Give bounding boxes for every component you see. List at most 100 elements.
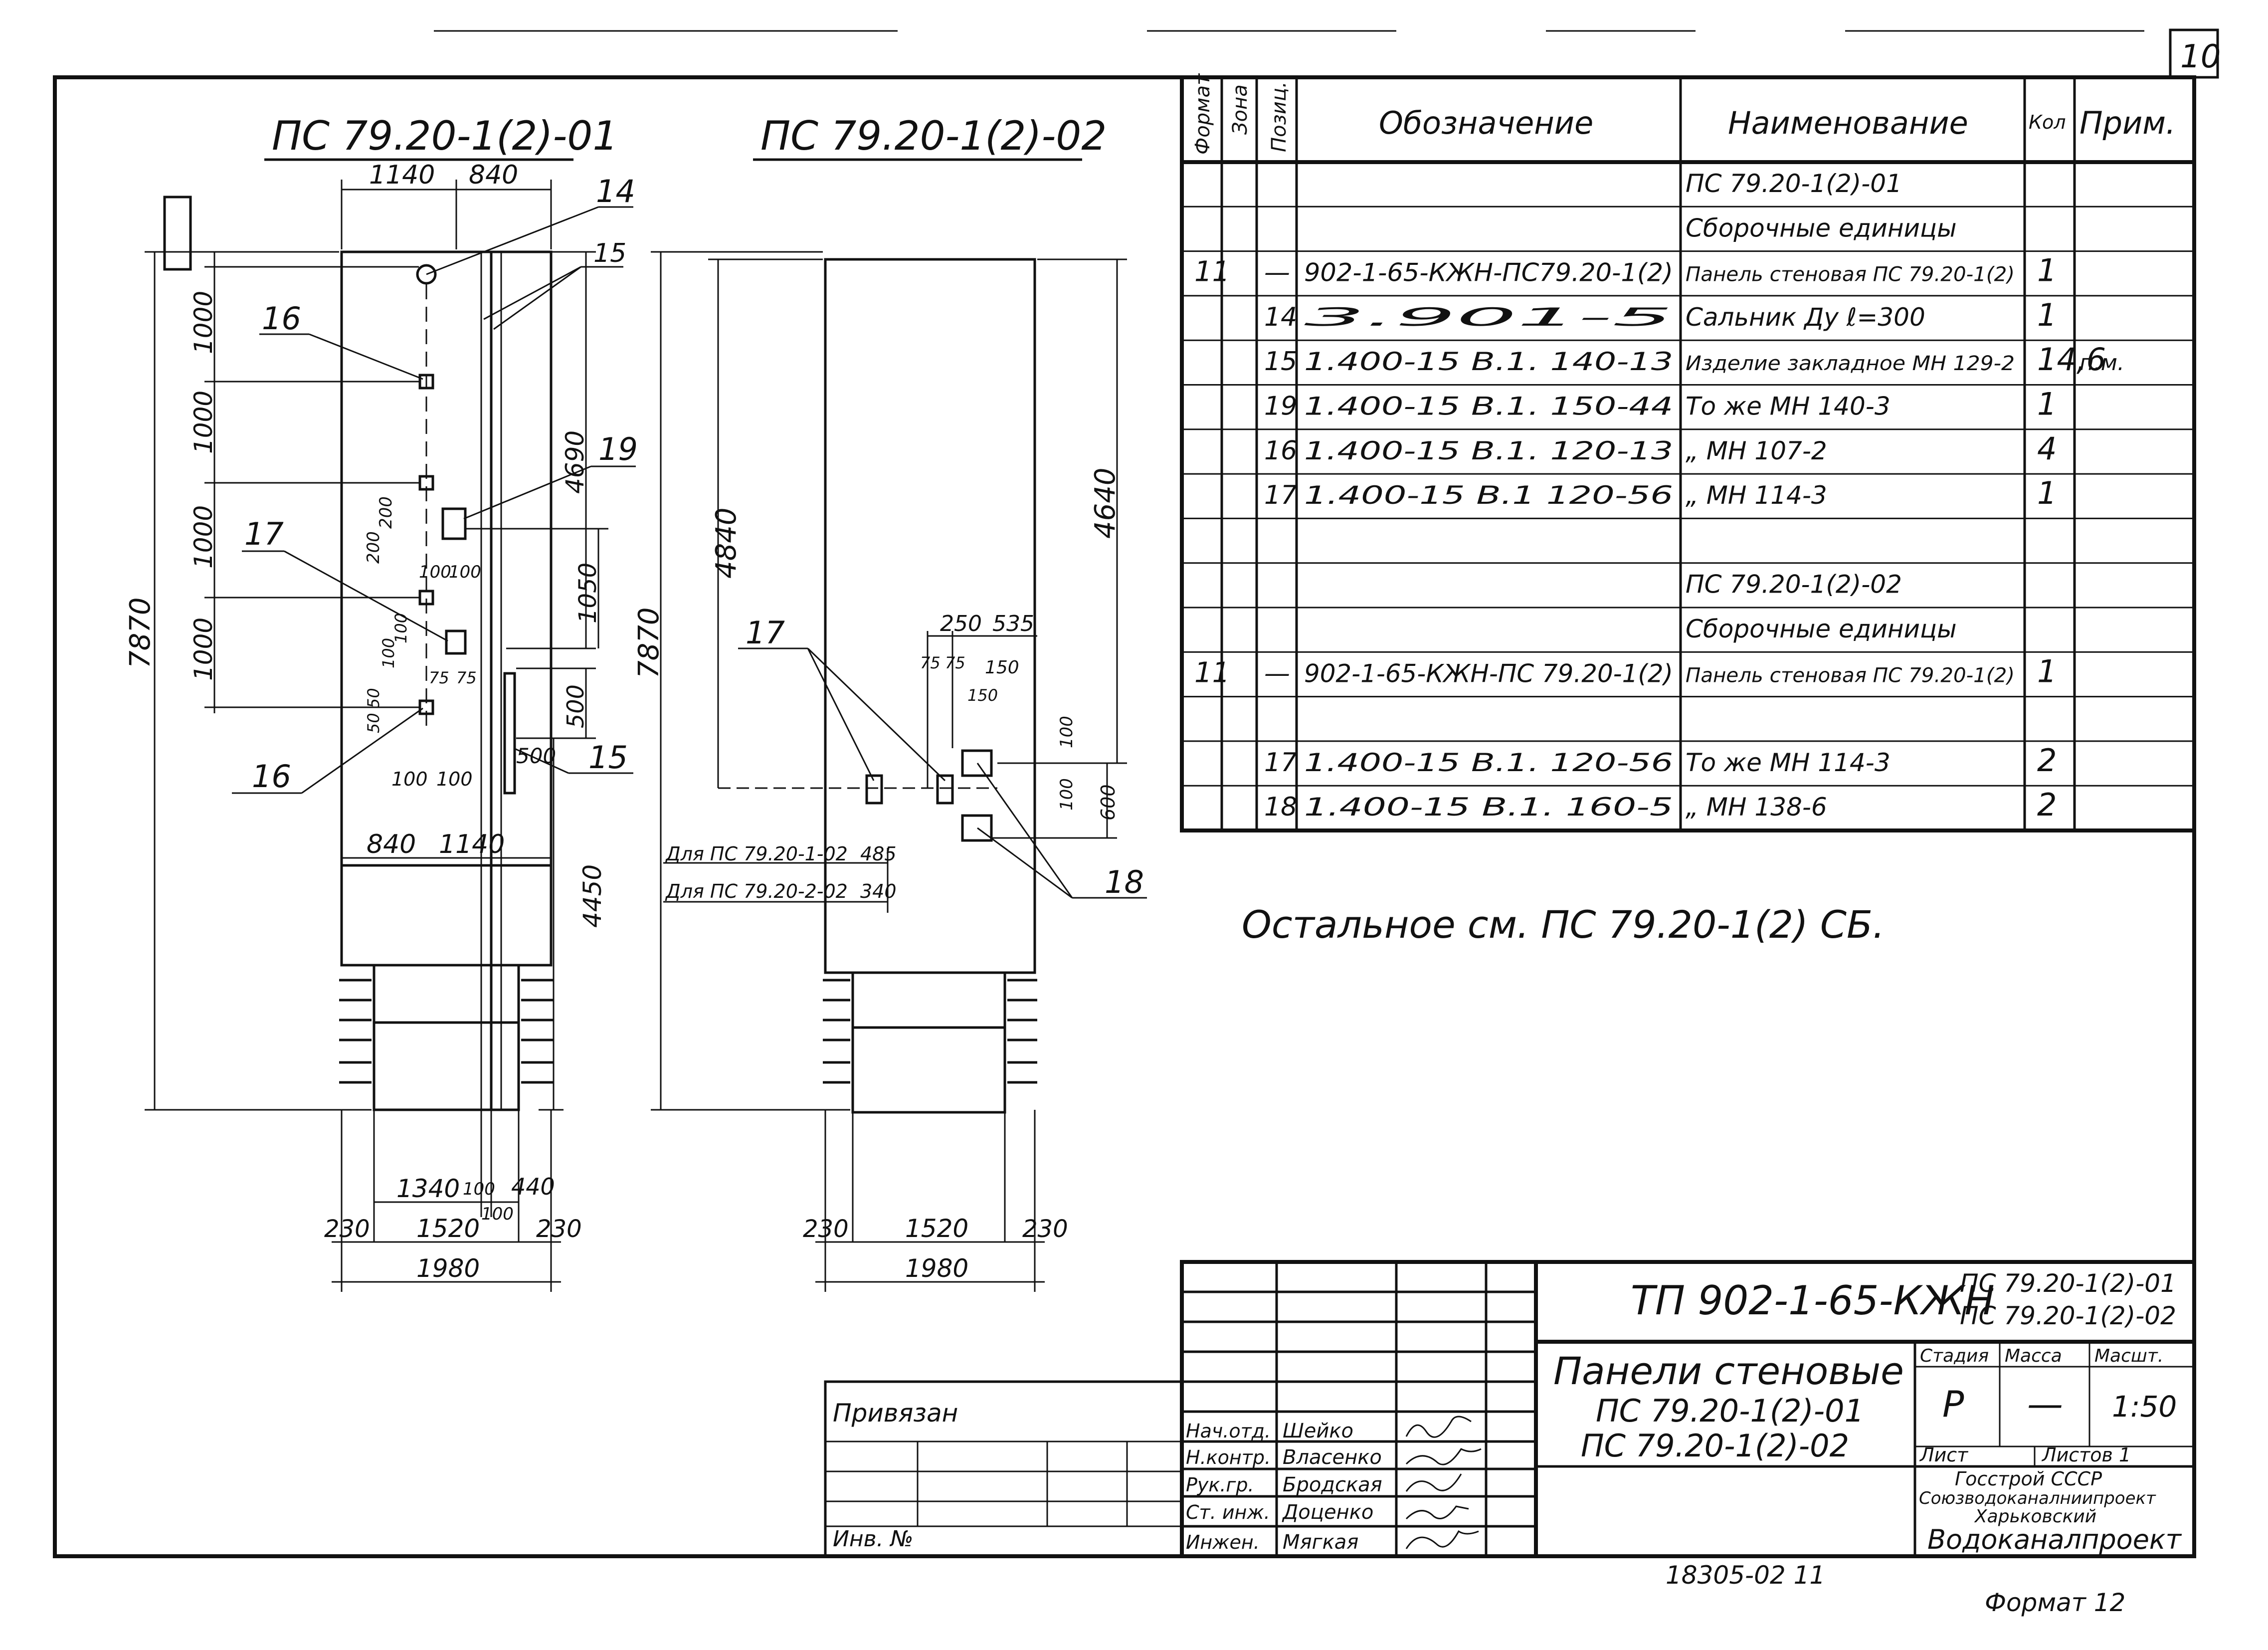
org-line-4: Водоканалпроект: [1927, 1524, 2182, 1555]
dim-total-7870-2: 7870: [633, 607, 665, 678]
spec-row-15-designation: 1.400-15 В.1. 160-5: [1304, 793, 1673, 822]
dim2-bottom-1980: 1980: [905, 1254, 968, 1283]
org-line-3: Харьковский: [1974, 1506, 2096, 1527]
spec-row-7-pos: 16: [1264, 436, 1297, 466]
dim-250: 250: [940, 611, 982, 636]
linked-block: [824, 1380, 1183, 1558]
embedded-item-16c: [418, 590, 434, 606]
sheet-label: Лист: [1919, 1444, 1969, 1466]
embedded-item-17: [445, 629, 467, 655]
code-mark-2: ПС 79.20-1(2)-02: [1960, 1301, 2176, 1330]
dims-top-lines: [341, 180, 552, 249]
dim-bottom-1980: 1980: [416, 1254, 480, 1283]
spec-row-5-note: п.м.: [2079, 350, 2124, 376]
small-dim-100a-2: 100: [1057, 716, 1077, 748]
staff-grid: [1182, 1262, 1536, 1556]
small-dim-50b: 50: [364, 688, 383, 708]
spec-columns: [1220, 77, 2076, 830]
pos-14: 14: [596, 173, 635, 209]
dim-mid-840: 840: [367, 829, 416, 859]
hint-box: [163, 196, 192, 271]
pos-18: 18: [1105, 864, 1144, 900]
org-line-1: Госстрой СССР: [1955, 1468, 2102, 1490]
pos-16-top: 16: [262, 300, 301, 337]
dim2-bottom-230-right: 230: [1022, 1215, 1068, 1243]
staff-role-5: Инжен.: [1186, 1531, 1260, 1553]
small-dim-100b-2: 100: [1057, 778, 1077, 811]
dim-top-1140: 1140: [369, 160, 435, 190]
small-dim-100d: 100: [391, 613, 410, 643]
spec-header-designation: Обозначение: [1379, 105, 1593, 141]
drawing-2-leaders: [738, 647, 1147, 899]
small-dim-100a: 100: [419, 562, 451, 582]
spec-row-8-designation: 1.400-15 В.1 120-56: [1304, 481, 1673, 510]
dim-lower-4450: 4450: [578, 864, 607, 928]
spec-row-5-name: Изделие закладное МН 129-2: [1686, 352, 2015, 375]
panel-2-right-ribs: [1007, 979, 1037, 1084]
scale-label: Масшт.: [2094, 1346, 2163, 1366]
small-dim-200b: 200: [376, 496, 396, 529]
dim-right-4640: 4640: [1089, 467, 1122, 539]
scale-value: 1:50: [2112, 1390, 2177, 1424]
note-2-value: 340: [860, 880, 897, 902]
panel-1-lower: [373, 964, 520, 1111]
linked-label: Привязан: [833, 1399, 958, 1428]
note-2-label: Для ПС 79.20-2-02: [665, 880, 848, 902]
spec-header-zone: Зона: [1229, 84, 1252, 135]
dim-left-4840: 4840: [710, 507, 743, 579]
title-block: Привязан Инв. № Нач.отд. Шейко Н.контр. …: [824, 1260, 2196, 1558]
pos-17: 17: [244, 516, 284, 552]
spec-row-6-pos: 19: [1264, 392, 1297, 421]
spec-row-5-qty: 14,6: [2037, 341, 2106, 378]
drawing-1: ПС 79.20-1(2)-01: [124, 113, 638, 1292]
dim-bottom-440: 440: [511, 1173, 555, 1200]
spec-row-3-pos: —: [1264, 258, 1290, 288]
mass-label: Масса: [2005, 1346, 2062, 1366]
spec-header-qty: Кол: [2029, 111, 2066, 133]
staff-name-2: Власенко: [1283, 1446, 1382, 1469]
spec-header-note: Прим.: [2079, 105, 2176, 141]
small-dim-50a: 50: [364, 713, 383, 733]
spec-row-6-name: То же МН 140-3: [1686, 392, 1890, 421]
spec-header-name: Наименование: [1728, 105, 1968, 141]
spec-row-12-name: Панель стеновая ПС 79.20-1(2): [1686, 664, 2015, 687]
spec-header-format: Формат: [1191, 73, 1214, 155]
format-label: Формат 12: [1985, 1588, 2125, 1617]
spec-row-3-name: Панель стеновая ПС 79.20-1(2): [1686, 263, 2015, 286]
dim-left-1000-c: 1000: [189, 505, 218, 569]
pos-16-bottom: 16: [252, 758, 291, 795]
drawing-1-title: ПС 79.20-1(2)-01: [272, 113, 618, 159]
inventory-label: Инв. №: [833, 1526, 913, 1552]
sheets-label: Листов 1: [2041, 1444, 2131, 1466]
dim-bottom-1520: 1520: [416, 1214, 480, 1243]
dim-bottom-230-left: 230: [324, 1215, 370, 1243]
panel-2-left-ribs: [823, 979, 850, 1084]
small-dim-75a-2: 75: [920, 653, 941, 672]
dim2-bottom-230-left: 230: [803, 1215, 849, 1243]
mass-value: —: [2027, 1383, 2063, 1425]
project-code: ТП 902-1-65-КЖН: [1631, 1277, 1995, 1324]
embedded-item-19: [441, 507, 467, 540]
spec-row-14-qty: 2: [2037, 742, 2057, 779]
small-dim-100f: 100: [436, 768, 473, 790]
small-dim-100c: 100: [379, 638, 398, 668]
staff-name-5: Мягкая: [1283, 1531, 1358, 1554]
spec-row-12-format: 11: [1194, 656, 1230, 689]
spec-row-7-designation: 1.400-15 В.1. 120-13: [1304, 436, 1673, 465]
embedded-item-16d: [418, 699, 434, 715]
small-dim-100b: 100: [449, 562, 481, 582]
drawing-2-title: ПС 79.20-1(2)-02: [760, 113, 1107, 159]
spec-row-7-name: „ МН 107-2: [1686, 436, 1827, 465]
spec-row-8-name: „ МН 114-3: [1686, 481, 1827, 510]
dim-total-7870: 7870: [124, 597, 157, 668]
org-line-2: Союзводоканалниипроект: [1919, 1488, 2156, 1508]
spec-row-14-designation: 1.400-15 В.1. 120-56: [1304, 748, 1673, 777]
spec-row-4-name: Сальник Ду ℓ=300: [1686, 303, 1925, 332]
panel-2-lower: [851, 971, 1006, 1114]
staff-role-3: Рук.гр.: [1186, 1474, 1254, 1496]
dim-top-840: 840: [469, 160, 518, 190]
spec-table: Формат Зона Позиц. Обозначение Наименова…: [1180, 73, 2196, 832]
dim-right-500: 500: [562, 684, 589, 728]
embedded-item-18-a: [961, 749, 993, 777]
dim-bottom-1340: 1340: [396, 1174, 460, 1203]
